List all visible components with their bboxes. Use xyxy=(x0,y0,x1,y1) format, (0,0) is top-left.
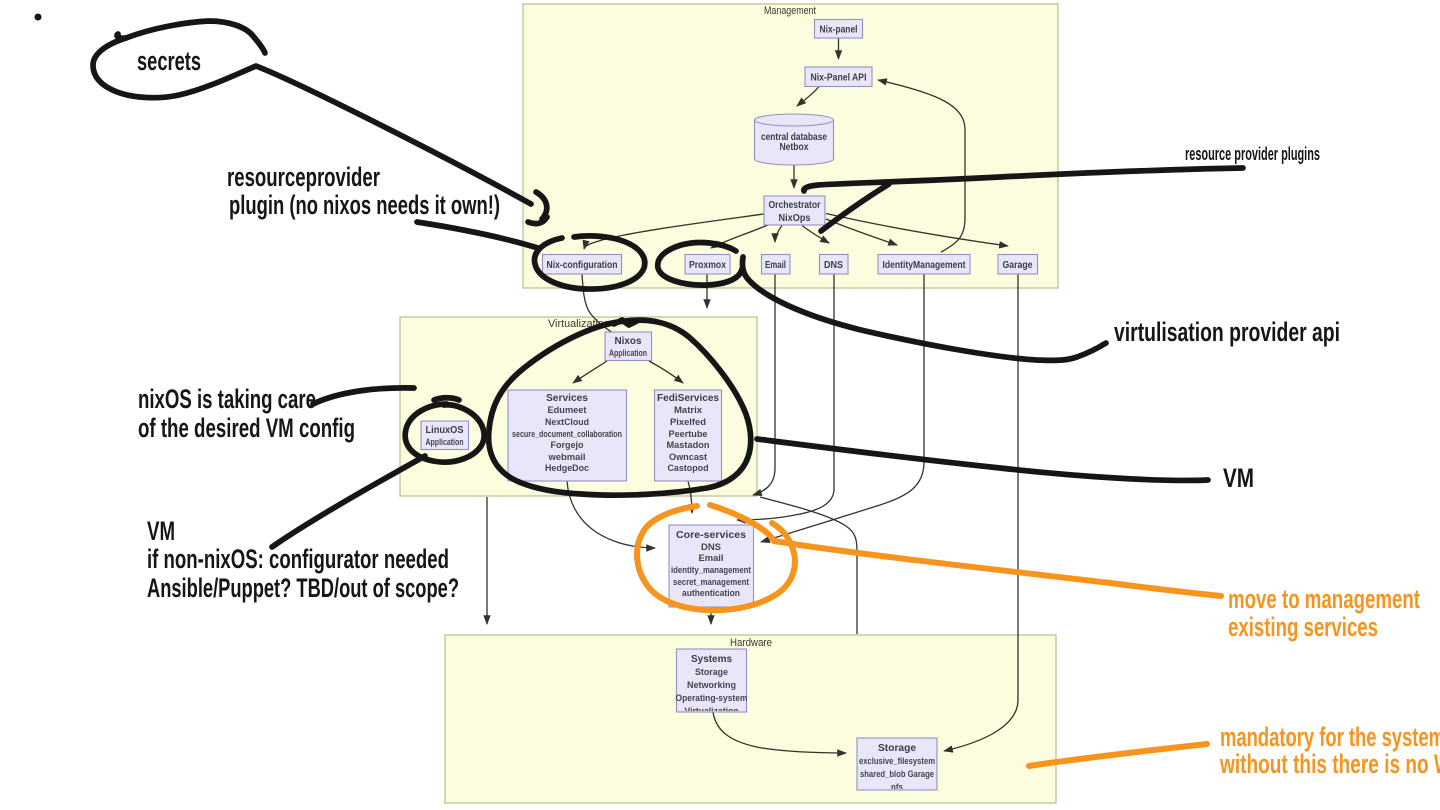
svg-text:Owncast: Owncast xyxy=(669,452,707,462)
svg-text:Nix-configuration: Nix-configuration xyxy=(547,260,618,271)
svg-text:Management: Management xyxy=(764,5,816,17)
svg-text:Application: Application xyxy=(609,348,647,358)
svg-text:Email: Email xyxy=(765,260,786,271)
svg-text:resource provider plugins: resource provider plugins xyxy=(1185,144,1320,164)
svg-text:Orchestrator: Orchestrator xyxy=(769,200,821,211)
svg-text:central database: central database xyxy=(761,132,827,143)
svg-text:identity_management: identity_management xyxy=(671,565,751,575)
svg-text:Edumeet: Edumeet xyxy=(548,405,587,415)
svg-text:resourceprovider: resourceprovider xyxy=(227,162,380,192)
svg-text:VM: VM xyxy=(1223,463,1254,493)
svg-text:Ansible/Puppet? TBD/out of sco: Ansible/Puppet? TBD/out of scope? xyxy=(147,573,459,603)
svg-text:Mastadon: Mastadon xyxy=(667,440,710,450)
svg-text:secure_document_collaboration: secure_document_collaboration xyxy=(512,429,622,439)
svg-text:NixOps: NixOps xyxy=(779,213,811,224)
svg-text:DNS: DNS xyxy=(701,542,721,552)
svg-text:Nixos: Nixos xyxy=(615,335,642,347)
svg-text:Virtualization: Virtualization xyxy=(685,706,739,716)
svg-text:Storage: Storage xyxy=(695,667,728,677)
svg-text:plugin (no nixos needs it own!: plugin (no nixos needs it own!) xyxy=(229,190,500,220)
svg-text:Email: Email xyxy=(699,553,724,563)
svg-text:Nix-panel: Nix-panel xyxy=(820,25,858,36)
svg-text:secrets: secrets xyxy=(137,46,201,76)
svg-text:VM: VM xyxy=(147,516,175,546)
svg-text:secret_management: secret_management xyxy=(673,577,749,587)
svg-text:if non-nixOS: configurator nee: if non-nixOS: configurator needed xyxy=(147,544,449,574)
svg-text:Pixelfed: Pixelfed xyxy=(670,417,706,427)
svg-text:Hardware: Hardware xyxy=(730,637,772,649)
svg-text:Peertube: Peertube xyxy=(669,429,708,439)
svg-text:move to management: move to management xyxy=(1228,584,1420,614)
svg-text:mandatory for the system: mandatory for the system xyxy=(1220,722,1440,752)
svg-text:Proxmox: Proxmox xyxy=(689,260,726,271)
svg-text:Nix-Panel API: Nix-Panel API xyxy=(811,73,867,84)
svg-text:Operating-system: Operating-system xyxy=(676,693,748,703)
svg-text:HedgeDoc: HedgeDoc xyxy=(545,463,589,473)
svg-text:Application: Application xyxy=(426,437,464,447)
svg-text:virtulisation provider api: virtulisation provider api xyxy=(1114,317,1340,347)
svg-text:Systems: Systems xyxy=(691,653,732,665)
svg-text:NextCloud: NextCloud xyxy=(545,417,589,427)
svg-text:Matrix: Matrix xyxy=(674,405,702,415)
svg-text:nixOS is taking care: nixOS is taking care xyxy=(138,384,316,414)
svg-text:Networking: Networking xyxy=(687,680,736,690)
svg-text:LinuxOS: LinuxOS xyxy=(426,424,464,436)
svg-text:DNS: DNS xyxy=(824,260,843,271)
svg-text:exclusive_filesystem: exclusive_filesystem xyxy=(859,756,935,766)
svg-text:Core-services: Core-services xyxy=(676,529,746,541)
svg-text:Services: Services xyxy=(546,392,588,404)
svg-text:without this there is no W: without this there is no W xyxy=(1219,749,1440,779)
svg-text:Castopod: Castopod xyxy=(668,463,709,473)
svg-text:Netbox: Netbox xyxy=(780,142,809,153)
svg-text:existing services: existing services xyxy=(1228,612,1378,642)
svg-text:nfs: nfs xyxy=(891,782,903,792)
svg-text:of the desired VM config: of the desired VM config xyxy=(138,413,355,443)
svg-text:Garage: Garage xyxy=(1003,260,1033,271)
svg-text:shared_blob Garage: shared_blob Garage xyxy=(860,769,934,779)
svg-text:FediServices: FediServices xyxy=(657,392,719,404)
svg-text:authentication: authentication xyxy=(682,588,740,598)
svg-text:Storage: Storage xyxy=(878,742,916,754)
svg-text:IdentityManagement: IdentityManagement xyxy=(883,260,967,271)
svg-text:Forgejo: Forgejo xyxy=(551,440,585,450)
svg-text:webmail: webmail xyxy=(547,452,585,462)
